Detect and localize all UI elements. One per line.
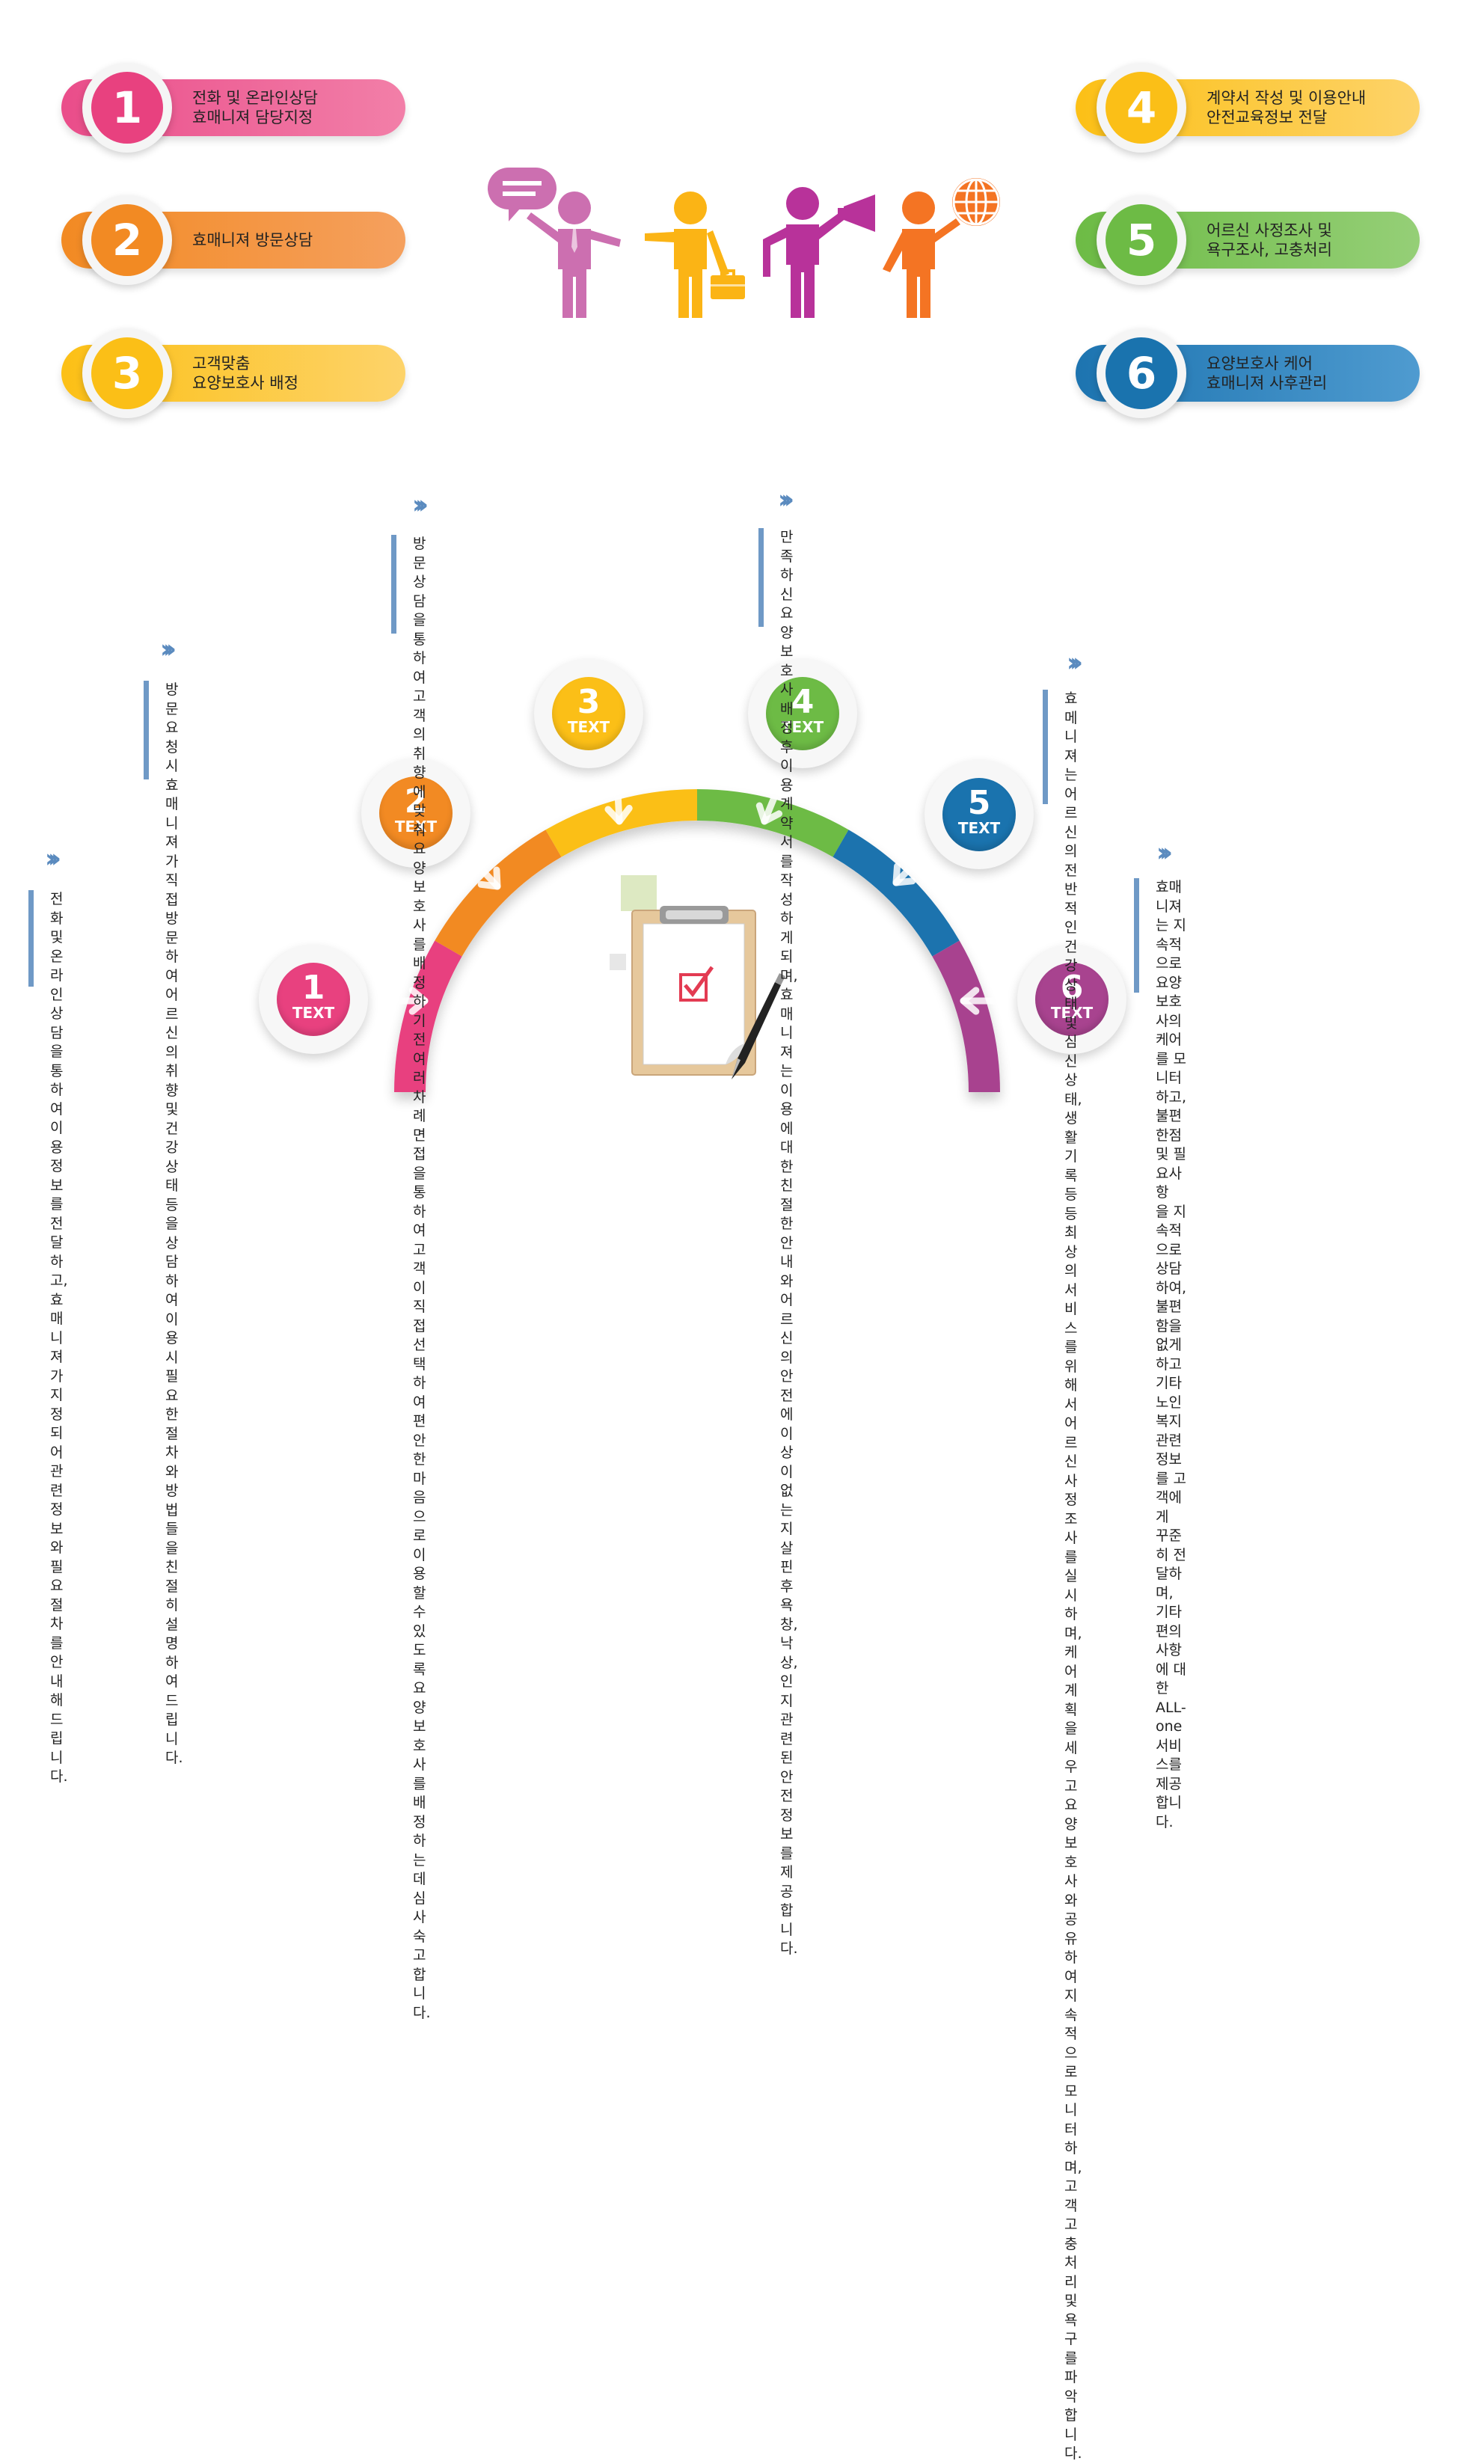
arrow-head-icon [604,804,633,825]
arc-segment-2 [435,830,562,957]
megaphone-icon [838,194,875,232]
arc-segment-5 [833,830,960,957]
arc-segment-4 [697,789,849,857]
process-arc [394,776,1000,1092]
step-label: 계약서 작성 및 이용안내 안전교육정보 전달 [1206,89,1367,126]
pen-icon [732,973,785,1079]
step-number: 5 [967,784,991,822]
step-number: 1 [301,969,325,1007]
step-label: 어르신 사정조사 및 욕구조사, 고충처리 [1206,221,1332,259]
step-label: TEXT [1050,1004,1094,1022]
arc-segment-1 [394,940,462,1092]
arc-segment-6 [932,940,1000,1092]
globe-icon [952,178,1000,226]
step-badge: 3 TEXT [552,677,625,750]
chevron-right-icon: ››› [45,844,61,874]
top-step-4: 4 계약서 작성 및 이용안내 안전교육정보 전달 [1076,63,1420,153]
step-number: 3 [91,337,163,409]
chevron-right-icon: ››› [778,485,794,515]
step-description: 전화 및 온라인 상담을 통하여 이용정보를 전달하고, 효매니져가 지정되어 … [28,890,68,1785]
step-number: 4 [791,683,815,721]
step-label: 고객맞춤 요양보호사 배정 [192,355,298,392]
step-number: 6 [1060,969,1084,1007]
step-badge: 6 TEXT [1035,963,1109,1036]
arrow-head-icon [477,866,501,890]
step-number-badge: 2 [82,195,172,285]
chevron-right-icon: ››› [160,634,177,664]
arrow-head-icon [755,802,783,825]
chevron-right-icon: ››› [1067,648,1083,678]
step-number: 3 [577,683,601,721]
step-label: TEXT [567,718,610,736]
step-badge: 4 TEXT [766,677,839,750]
arrow-head-icon [408,987,429,1015]
arrow-head-icon [960,987,980,1015]
top-step-1: 1 전화 및 온라인상담 효매니져 담당지정 [61,63,405,153]
step-badge: 1 TEXT [277,963,350,1036]
step-label: TEXT [292,1004,335,1022]
people-illustration [488,168,1000,318]
step-label: TEXT [394,818,438,836]
chevron-right-icon: ››› [412,490,429,520]
process-step-4: 4 TEXT [748,659,857,768]
step-badge: 2 TEXT [379,776,453,850]
process-step-2: 2 TEXT [361,758,470,868]
step-label: 요양보호사 케어 효매니져 사후관리 [1206,355,1328,392]
step-description: 방문상담을 통하여 고객의 취향에 맞춰 요양보호사를 배정하기 전 여러차례 … [391,535,431,2021]
step-badge: 5 TEXT [942,778,1016,851]
step-number-badge: 6 [1097,328,1186,418]
process-step-1: 1 TEXT [259,945,368,1054]
arrow-icon [761,776,785,825]
top-step-6: 6 요양보호사 케어 효매니져 사후관리 [1076,328,1420,418]
process-step-3: 3 TEXT [534,659,643,768]
clipboard-check-icon [610,875,785,1079]
step-number-badge: 4 [1097,63,1186,153]
briefcase-icon [711,269,745,299]
step-number: 2 [404,782,428,821]
process-step-6: 6 TEXT [1017,945,1126,1054]
step-number-badge: 5 [1097,195,1186,285]
person-briefcase-icon [645,191,729,318]
step-number: 6 [1106,337,1177,409]
step-number: 2 [91,204,163,276]
step-number: 5 [1106,204,1177,276]
step-number-badge: 3 [82,328,172,418]
step-number-badge: 1 [82,63,172,153]
person-megaphone-icon [763,187,850,318]
step-description: 만족하신 요양보호사 배정 후 이용계약서를 작성하게 되며, 효매니져는 이용… [758,528,798,1957]
step-number: 4 [1106,72,1177,144]
top-step-2: 2 효매니져 방문상담 [61,195,405,285]
arrow-icon [613,776,623,825]
step-description: 효메니져는 어르신의 전반적인 건강상태 및 심신상태, 생활기록 등등 최상의… [1043,690,1082,2462]
step-description: 방문요청시 효매니져가 직접 방문하여 어르신의 취향 및 건강상태등을 상담하… [144,681,183,1766]
speech-bubble-icon [488,168,556,221]
infographic: 1 전화 및 온라인상담 효매니져 담당지정 2 효매니져 방문상담 3 고객맞… [28,63,1420,2462]
process-step-5: 5 TEXT [925,760,1034,869]
top-step-3: 3 고객맞춤 요양보호사 배정 [61,328,405,418]
arrow-head-icon [892,862,916,886]
person-globe-icon [883,191,960,318]
top-step-5: 5 어르신 사정조사 및 욕구조사, 고충처리 [1076,195,1420,285]
step-number: 1 [91,72,163,144]
person-presenter-icon [527,191,621,318]
step-label: TEXT [957,819,1001,837]
step-label: 전화 및 온라인상담 효매니져 담당지정 [192,89,318,126]
step-label: 효매니져 방문상담 [192,231,313,249]
step-label: TEXT [781,718,824,736]
chevron-right-icon: ››› [1156,838,1173,868]
step-description: 효매니져는 지속적으로 요양보호사의 케어를 모니터하고, 불편한점 및 필요사… [1134,878,1186,1830]
